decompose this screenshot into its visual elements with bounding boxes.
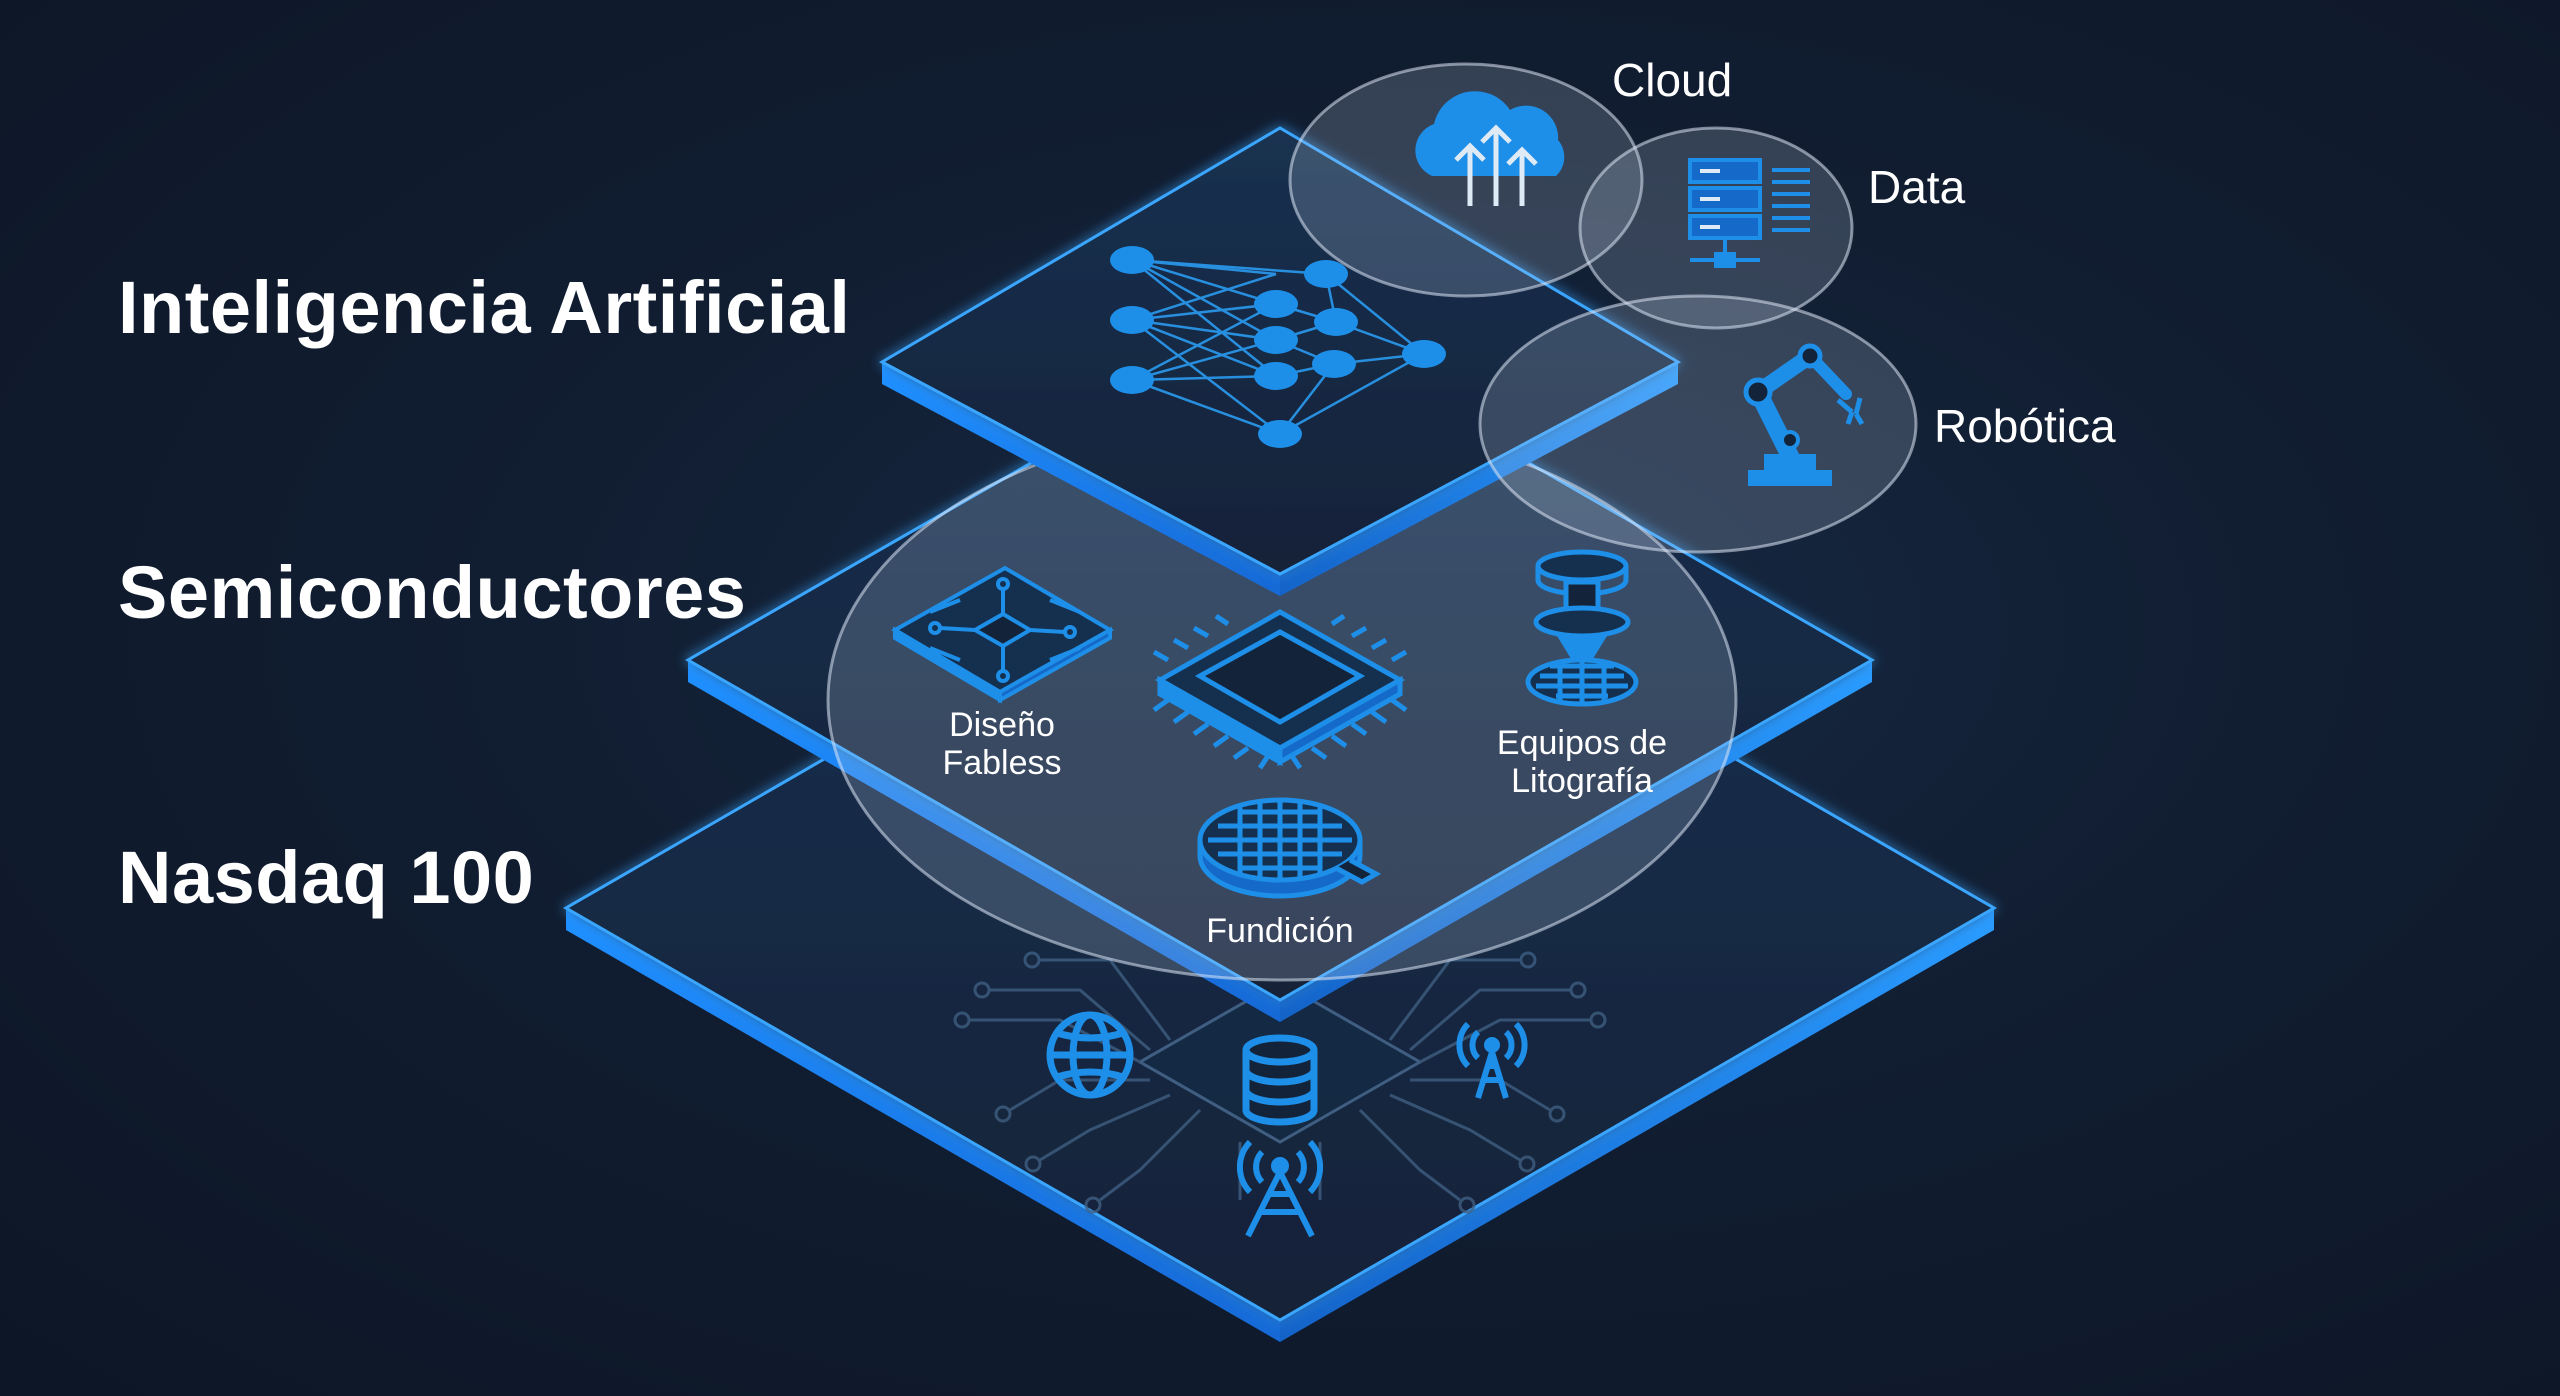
lithography-machine-icon [1525, 549, 1639, 707]
cloud-upload-icon [1415, 91, 1565, 206]
label-foundry: Fundición [1206, 912, 1353, 950]
antenna-tower-icon [1456, 1021, 1528, 1099]
layer-nasdaq-left-edge [566, 908, 1280, 1342]
bubble-robotics: Robótica [1478, 294, 2116, 554]
bubble-cloud: Cloud [1288, 54, 1732, 298]
label-fabless-line1: Diseño [949, 706, 1055, 744]
layer-ai-left-edge [882, 362, 1280, 596]
label-robotics: Robótica [1934, 400, 2116, 452]
label-cloud: Cloud [1612, 54, 1732, 106]
label-fabless-line2: Fabless [942, 744, 1061, 782]
circuit-board-icon [890, 565, 1115, 704]
layer-semiconductors: Diseño Fabless Equipos de Litografía [684, 318, 1876, 1022]
label-data: Data [1868, 161, 1966, 213]
layer-ai [878, 126, 1682, 596]
globe-icon [1046, 1011, 1134, 1099]
database-icon [1242, 1034, 1318, 1126]
layer-title-ai: Inteligencia Artificial [118, 266, 851, 349]
label-litho-line2: Litografía [1511, 762, 1653, 800]
wafer-icon [1197, 797, 1382, 899]
layer-semis-right-edge [1280, 660, 1872, 1022]
layer-title-semiconductors: Semiconductores [118, 551, 747, 634]
neural-network-icon [1110, 246, 1446, 448]
microchip-icon [1152, 609, 1408, 770]
robot-arm-icon [1743, 343, 1865, 486]
bubble-data: Data [1578, 126, 1966, 330]
layer-nasdaq-right-edge [1280, 908, 1994, 1342]
layer-ai-right-edge [1280, 362, 1678, 596]
server-rack-icon [1688, 158, 1810, 268]
label-litho-line1: Equipos de [1497, 724, 1667, 762]
antenna-tower-icon [1236, 1139, 1324, 1238]
layer-title-nasdaq: Nasdaq 100 [118, 836, 535, 919]
bubble-cloud-circle [1288, 62, 1644, 298]
